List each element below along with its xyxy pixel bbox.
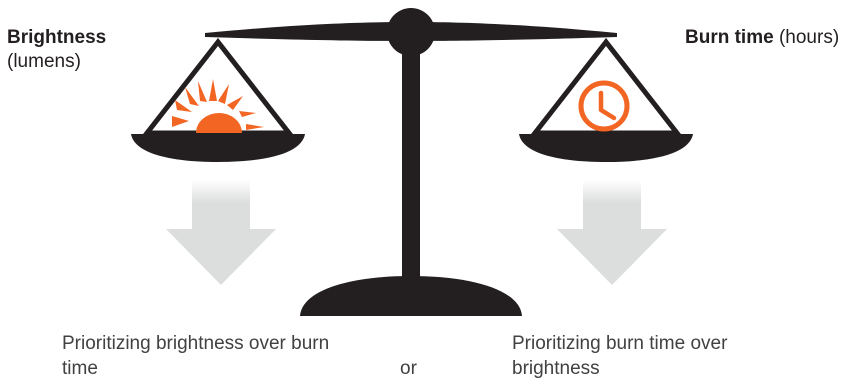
- scale-pivot: [387, 8, 435, 56]
- brightness-label: Brightness (lumens): [7, 26, 106, 74]
- scale-base: [300, 276, 522, 316]
- sun-icon: [172, 79, 264, 133]
- left-down-arrow: [166, 180, 276, 285]
- right-down-arrow: [557, 180, 667, 285]
- burn-time-title: Burn time: [685, 27, 774, 48]
- scale-post: [402, 40, 420, 280]
- burn-time-unit: (hours): [778, 27, 840, 48]
- left-caption: Prioritizing brightness over burn time: [62, 333, 330, 379]
- right-caption: Prioritizing burn time over brightness: [512, 333, 728, 379]
- right-pan: [519, 37, 693, 162]
- brightness-unit: (lumens): [7, 51, 81, 72]
- left-pan: [131, 37, 305, 162]
- clock-icon: [578, 80, 630, 132]
- or-connector: or: [400, 358, 417, 379]
- brightness-title: Brightness: [7, 27, 107, 48]
- burn-time-label: Burn time (hours): [685, 26, 839, 50]
